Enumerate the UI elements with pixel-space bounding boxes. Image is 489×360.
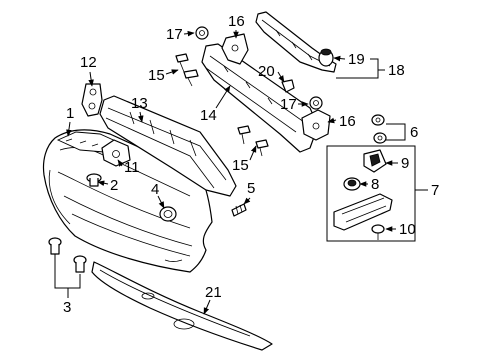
inset-box-7 [326, 145, 416, 242]
bolt-15-a [175, 53, 189, 73]
inset-screw-10 [371, 224, 385, 240]
callout-16-top: 16 [228, 13, 245, 30]
inset-grommet-8 [343, 177, 361, 191]
bolt-15-d [255, 139, 269, 157]
callout-20: 20 [258, 63, 275, 80]
callout-13: 13 [131, 95, 148, 112]
callout-5: 5 [247, 180, 255, 197]
clip-2 [86, 173, 102, 187]
grommet-19 [318, 48, 334, 67]
callout-12: 12 [80, 54, 97, 71]
bracket-16-top [221, 33, 249, 65]
callout-4: 4 [151, 181, 159, 198]
bolt-15-c [237, 125, 251, 145]
callout-9: 9 [401, 155, 409, 172]
push-pin-3b [73, 255, 87, 273]
inset-bracket-strip [333, 193, 393, 231]
clip-20 [281, 79, 295, 93]
callout-17-lower: 17 [280, 96, 297, 113]
lower-valance [91, 261, 273, 351]
nut-17-top [195, 26, 209, 40]
screw-5 [231, 203, 247, 217]
callout-19: 19 [348, 51, 365, 68]
callout-7: 7 [431, 182, 439, 199]
leader-lines [54, 30, 428, 315]
callout-2: 2 [110, 177, 118, 194]
inset-bracket-9 [363, 149, 387, 173]
callout-21: 21 [205, 284, 222, 301]
callout-1: 1 [66, 105, 74, 122]
callout-8: 8 [371, 176, 379, 193]
callout-18: 18 [388, 62, 405, 79]
callout-labels: 1 2 3 4 5 6 7 8 9 10 11 12 13 14 15 15 1… [63, 13, 439, 316]
callout-15-lower: 15 [232, 157, 249, 174]
callout-15-top: 15 [148, 67, 165, 84]
push-pin-3a [48, 237, 62, 255]
bracket-16-lower [301, 109, 331, 141]
nut-17-lower [309, 96, 323, 110]
callout-16-lower: 16 [339, 113, 356, 130]
callout-17-top: 17 [166, 26, 183, 43]
clip-6b [373, 132, 387, 144]
clip-6a [371, 114, 385, 126]
callout-11: 11 [124, 159, 140, 176]
callout-14: 14 [200, 107, 217, 124]
callout-6: 6 [410, 124, 418, 141]
impact-bar [201, 43, 319, 153]
grommet-4 [159, 206, 177, 222]
callout-3: 3 [63, 299, 71, 316]
bracket-12 [81, 83, 103, 117]
callout-10: 10 [399, 221, 416, 238]
bolt-15-b [183, 69, 199, 87]
